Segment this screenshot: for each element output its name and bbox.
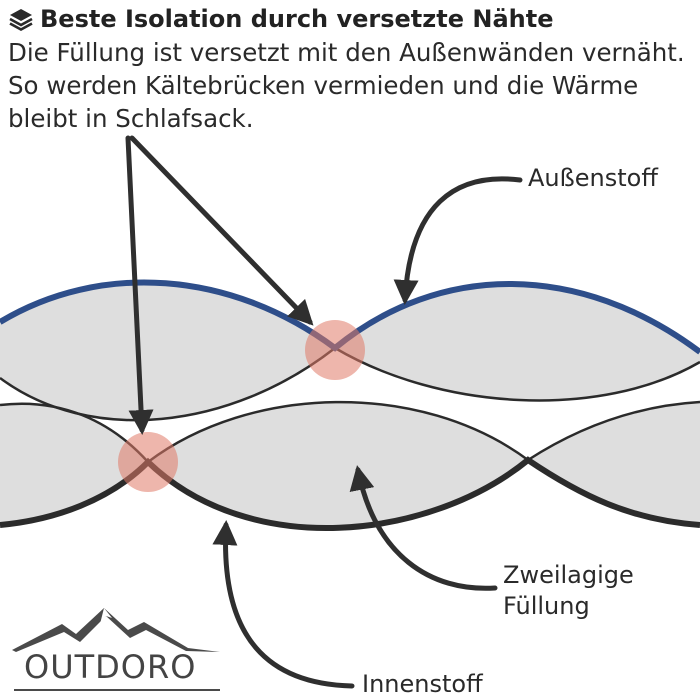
description-line: Die Füllung ist versetzt mit den Außenwä… (8, 38, 685, 67)
logo-text: OUTDORO (24, 648, 197, 686)
arrow-to-outer-fabric (393, 176, 523, 305)
arrow-to-upper-seam (129, 135, 314, 326)
description-line: bleibt in Schlafsack. (8, 104, 254, 133)
seam-highlight-upper (305, 320, 365, 380)
label-filling-line: Zweilagige (503, 561, 634, 589)
label-filling: Zweilagige Füllung (503, 560, 634, 622)
label-inner-fabric: Innenstoff (362, 670, 483, 698)
brand-logo: OUTDORO (10, 604, 224, 696)
mountain-icon (12, 608, 220, 691)
label-outer-fabric: Außenstoff (528, 164, 658, 192)
layers-icon (9, 9, 33, 31)
arrow-to-filling (349, 465, 498, 591)
arrow-to-inner-fabric (212, 520, 355, 689)
arrow-to-lower-seam (125, 135, 154, 435)
seam-highlight-lower (118, 432, 178, 492)
middle-seam-line (0, 400, 700, 464)
label-filling-line: Füllung (503, 592, 590, 620)
lower-filling-layer (0, 402, 700, 529)
description-line: So werden Kältebrücken vermieden und die… (8, 71, 639, 100)
description: Die Füllung ist versetzt mit den Außenwä… (8, 36, 698, 135)
page-title: Beste Isolation durch versetzte Nähte (40, 5, 554, 33)
heading: Beste Isolation durch versetzte Nähte (8, 4, 553, 34)
inner-fabric-line (0, 456, 700, 531)
